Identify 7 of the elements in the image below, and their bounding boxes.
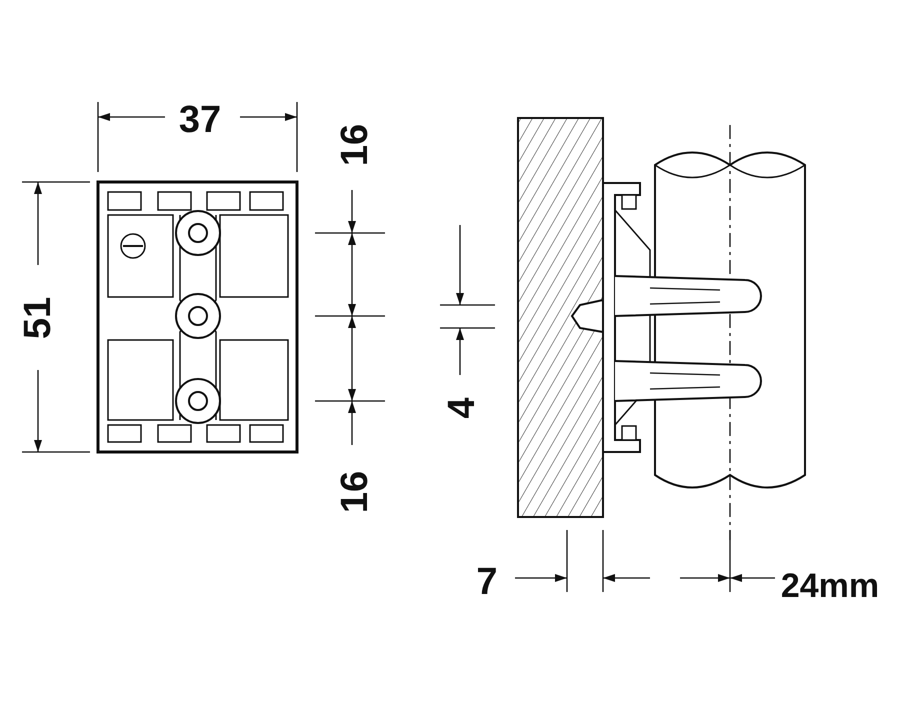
dimension-value: 51 [19,296,57,340]
dimension-value: 37 [178,101,222,139]
dimension-value: 16 [336,470,374,514]
dimension-value: 16 [336,124,374,166]
dimension-value: 4 [443,397,481,419]
dimension-value: 24mm [780,569,880,603]
dimension-value: 7 [476,563,498,601]
